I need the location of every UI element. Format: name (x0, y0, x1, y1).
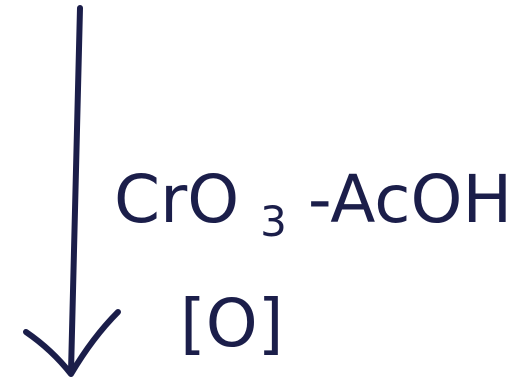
reagent-suffix: -AcOH (308, 161, 509, 238)
arrow-shaft (68, 5, 83, 375)
reagent-main: CrO (114, 161, 239, 238)
arrow-head-icon (23, 309, 121, 377)
reagent-label: CrO 3 -AcOH (114, 161, 509, 252)
condition-label: [O] (180, 285, 283, 362)
reaction-arrow (23, 5, 121, 377)
reagent-subscript: 3 (260, 197, 287, 246)
